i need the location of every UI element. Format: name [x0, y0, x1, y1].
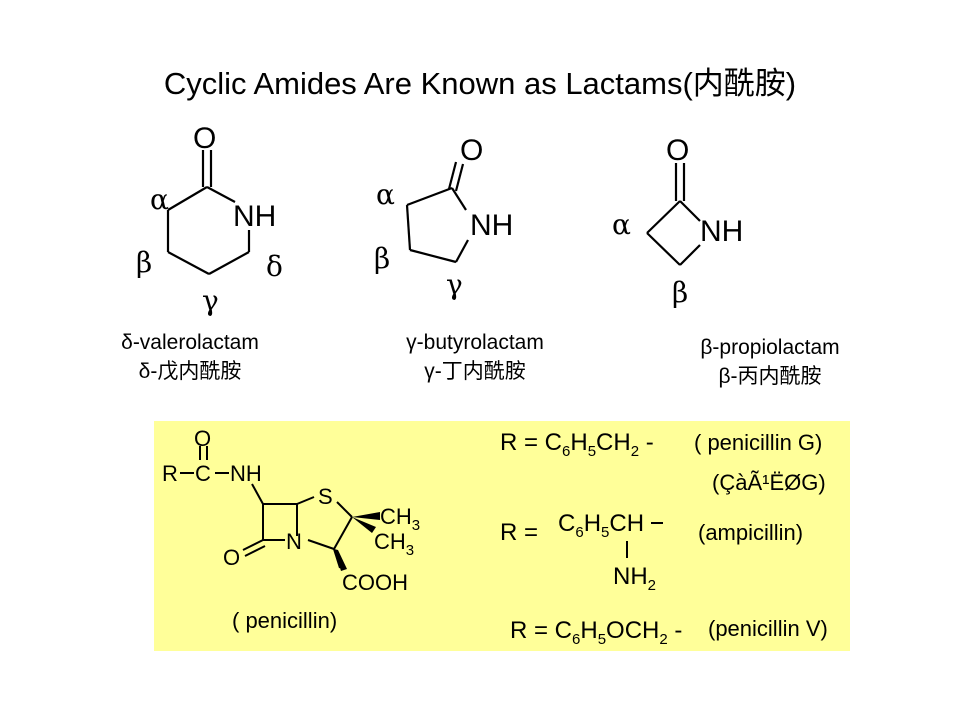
delta-lactam-bonds [166, 150, 251, 275]
delta-lactam-name-cn: δ-戊内酰胺 [138, 360, 242, 383]
penicillin-n: N [286, 529, 302, 554]
penicillin-r: R [162, 461, 178, 486]
beta-lactam-name-cn: β-丙内酰胺 [718, 365, 822, 388]
gamma-nh: NH [470, 209, 513, 242]
penicillin-panel [154, 421, 850, 651]
variant-g-formula: R = C6H5CH2 - [500, 429, 654, 460]
gamma-gamma-label: γ [446, 268, 463, 301]
delta-gamma-label: γ [202, 284, 219, 317]
gamma-lactam-name-cn: γ-丁内酰胺 [424, 360, 526, 383]
variant-g-name: ( penicillin G) [694, 430, 822, 455]
gamma-lactam-name-en: γ-butyrolactam [406, 331, 544, 354]
lactam-structures: O NH α β γ δ O NH α β γ O NH α β [136, 122, 743, 317]
penicillin-nh: NH [230, 461, 262, 486]
beta-nh: NH [700, 215, 743, 248]
penicillin-c: C [195, 461, 211, 486]
beta-lactam-name-en: β-propiolactam [700, 336, 840, 359]
penicillin-o-top: O [194, 426, 211, 451]
gamma-carbonyl-o: O [460, 134, 483, 167]
beta-lactam-bonds [646, 163, 701, 266]
delta-carbonyl-o: O [193, 122, 216, 155]
gamma-beta-label: β [374, 242, 390, 275]
delta-delta-label: δ [266, 250, 283, 283]
page-title: Cyclic Amides Are Known as Lactams(内酰胺) [163, 66, 797, 101]
penicillin-label: ( penicillin) [232, 608, 337, 633]
gamma-alpha-label: α [376, 178, 395, 211]
variant-ampicillin-nh2: NH2 [613, 563, 656, 594]
penicillin-s: S [318, 484, 333, 509]
penicillin-cooh: COOH [342, 570, 408, 595]
penicillin-ch3-a: CH3 [380, 504, 420, 534]
penicillin-ch3-b: CH3 [374, 529, 414, 559]
beta-beta-label: β [672, 276, 688, 309]
gamma-lactam-caption: γ-butyrolactam γ-丁内酰胺 [370, 328, 580, 386]
variant-ampicillin-formula: C6H5CH [558, 510, 644, 541]
delta-lactam-name-en: δ-valerolactam [121, 331, 259, 354]
beta-carbonyl-o: O [666, 134, 689, 167]
penicillin-panel-drawing: O R C NH S CH3 CH3 O N COOH ( penicillin… [162, 426, 828, 648]
variant-v-name: (penicillin V) [708, 616, 828, 641]
beta-lactam-caption: β-propiolactam β-丙内酰胺 [665, 333, 875, 391]
beta-alpha-label: α [612, 208, 631, 241]
variant-ampicillin-prefix: R = [500, 519, 538, 546]
delta-lactam-caption: δ-valerolactam δ-戊内酰胺 [90, 328, 290, 386]
variant-g-alt-name: (ÇàÃ¹ËØG) [712, 470, 826, 495]
penicillin-o-ring: O [223, 545, 240, 570]
variant-v-formula: R = C6H5OCH2 - [510, 617, 682, 648]
delta-beta-label: β [136, 246, 152, 279]
delta-nh: NH [233, 200, 276, 233]
delta-alpha-label: α [150, 183, 169, 216]
gamma-lactam-bonds [405, 161, 469, 264]
variant-ampicillin-name: (ampicillin) [698, 520, 803, 545]
